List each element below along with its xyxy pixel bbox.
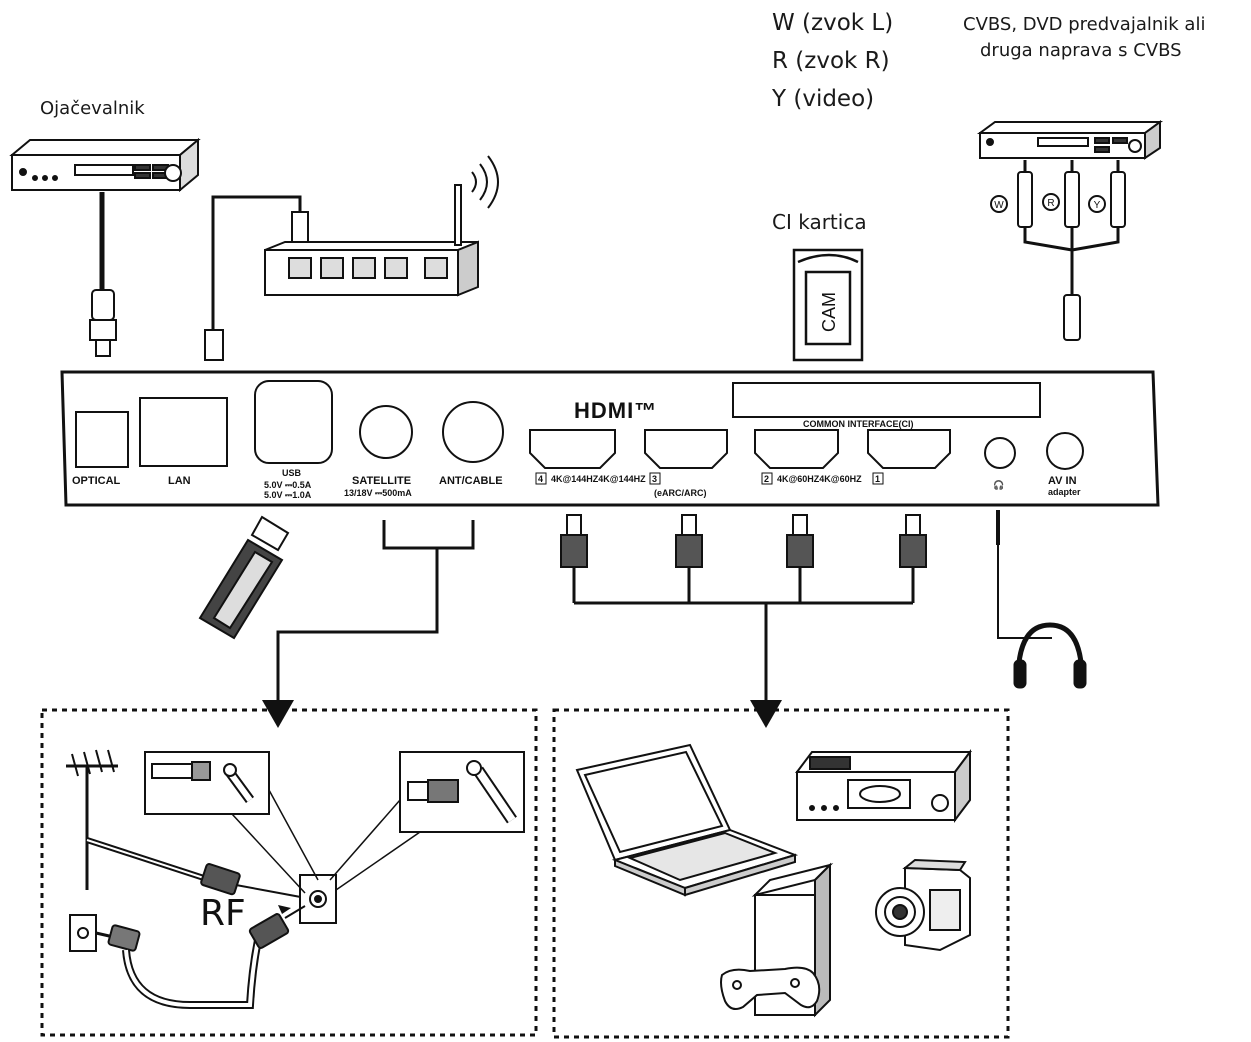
amplifier-device-icon <box>9 137 201 193</box>
hdmi-1-number: 1 <box>875 474 880 484</box>
hdmi-2-port <box>754 429 839 469</box>
rf-label: RF <box>200 893 246 934</box>
ant-cable-label: ANT/CABLE <box>439 475 503 487</box>
common-interface-label: COMMON INTERFACE(CI) <box>803 419 914 429</box>
lan-port <box>139 397 228 467</box>
router-icon <box>264 155 499 297</box>
hdmi-3-port <box>644 429 728 469</box>
tv-back-panel: OPTICAL LAN USB 5.0V ⎓0.5A 5.0V ⎓1.0A SA… <box>60 370 1160 507</box>
ci-card-label: CI kartica <box>772 210 867 234</box>
dvd-recorder-icon <box>795 749 972 823</box>
rca-y-label: Y <box>1094 200 1101 211</box>
camcorder-icon <box>875 858 971 952</box>
usb-spec1: 5.0V ⎓0.5A <box>264 480 312 490</box>
ci-card-icon: CAM <box>792 248 864 362</box>
rca-r-label: R <box>1047 198 1054 209</box>
headphones-icon <box>996 510 1087 689</box>
av-adapter-label: adapter <box>1048 487 1081 497</box>
antenna-icon <box>66 749 118 890</box>
video-label: Y (video) <box>772 86 875 112</box>
audio-left-label: W (zvok L) <box>772 10 894 36</box>
hdmi-4-spec: 4K@144HZ4K@144HZ <box>551 474 646 484</box>
optical-port <box>75 411 129 468</box>
satellite-spec: 13/18V ⎓500mA <box>344 488 412 498</box>
lan-label: LAN <box>168 475 191 487</box>
dvd-player-icon <box>976 120 1164 160</box>
laptop-icon <box>575 743 799 897</box>
satellite-port <box>359 405 413 459</box>
usb-spec2: 5.0V ⎓1.0A <box>264 490 312 500</box>
hdmi-4-number: 4 <box>538 474 543 484</box>
headphone-port <box>984 437 1016 469</box>
optical-cable-icon <box>89 192 117 357</box>
antenna-connection-lines <box>262 520 475 728</box>
optical-label: OPTICAL <box>72 475 121 487</box>
hdmi-2-spec: 4K@60HZ4K@60HZ <box>777 474 862 484</box>
rca-cables-icon: W R Y <box>990 160 1126 341</box>
audio-right-label: R (zvok R) <box>772 48 890 74</box>
satellite-label: SATELLITE <box>352 475 411 487</box>
cam-text: CAM <box>819 292 839 332</box>
usb-label: USB <box>282 468 302 478</box>
antenna-port <box>442 401 504 463</box>
cvbs-label-line2: druga naprava s CVBS <box>980 40 1182 61</box>
hdmi-1-port <box>867 429 951 469</box>
arrow-down-right-icon <box>750 700 782 728</box>
game-console-icon <box>720 862 834 1018</box>
amplifier-label: Ojačevalnik <box>40 98 145 119</box>
av-in-label: AV IN <box>1048 475 1077 487</box>
ci-slot <box>732 382 1041 418</box>
lan-cable-icon <box>204 195 309 361</box>
arrow-down-left-icon <box>262 700 294 728</box>
headphone-symbol: 🎧 <box>993 479 1004 490</box>
hdmi-cables-icon <box>560 514 927 728</box>
av-in-port <box>1046 432 1084 470</box>
cvbs-label-line1: CVBS, DVD predvajalnik ali <box>963 14 1206 35</box>
hdmi-logo: HDMI™ <box>574 398 657 423</box>
hdmi-2-number: 2 <box>764 474 769 484</box>
usb-stick-icon <box>198 515 290 640</box>
hdmi-4-port <box>529 429 616 469</box>
rca-w-label: W <box>994 200 1004 211</box>
earc-label: (eARC/ARC) <box>654 488 707 498</box>
hdmi-3-number: 3 <box>652 474 657 484</box>
antenna-setup-drawing <box>66 749 525 1009</box>
usb-port <box>254 380 333 464</box>
